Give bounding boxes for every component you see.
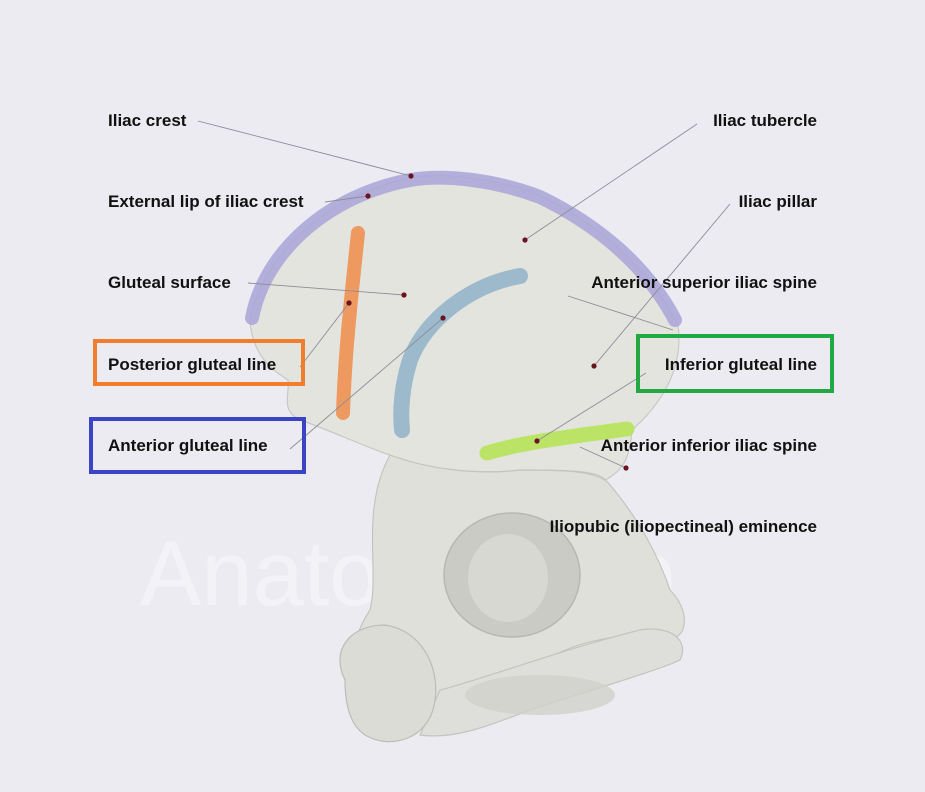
leader-iliac-crest bbox=[197, 120, 412, 177]
hip-bone bbox=[249, 175, 685, 743]
anterior-gluteal-line-highlight bbox=[393, 268, 528, 438]
label-iliac-pillar: Iliac pillar bbox=[738, 192, 817, 211]
label-iliac-crest: Iliac crest bbox=[108, 111, 187, 130]
dot-aiis bbox=[623, 465, 629, 471]
label-external-lip-of-iliac-crest: External lip of iliac crest bbox=[108, 192, 304, 211]
label-anterior-superior-iliac-spine: Anterior superior iliac spine bbox=[591, 273, 817, 292]
dot-external-lip bbox=[365, 193, 371, 199]
leader-aiis bbox=[579, 446, 627, 469]
leader-gluteal-surface bbox=[247, 282, 405, 296]
highlight-box-posterior-gluteal bbox=[93, 339, 305, 386]
leader-asis bbox=[567, 295, 674, 331]
dot-iliac-pillar bbox=[591, 363, 597, 369]
leader-posterior-gluteal bbox=[299, 302, 350, 368]
highlight-box-anterior-gluteal bbox=[89, 417, 306, 474]
dot-iliac-crest bbox=[408, 173, 414, 179]
leader-iliac-tubercle bbox=[524, 123, 698, 241]
label-posterior-gluteal-line: Posterior gluteal line bbox=[108, 355, 277, 374]
label-gluteal-surface: Gluteal surface bbox=[108, 273, 231, 292]
label-anterior-inferior-iliac-spine: Anterior inferior iliac spine bbox=[600, 436, 817, 455]
label-inferior-gluteal-line: Inferior gluteal line bbox=[664, 355, 817, 374]
dot-inferior-gluteal bbox=[534, 438, 540, 444]
inferior-gluteal-line-highlight bbox=[479, 421, 635, 461]
leader-anterior-gluteal bbox=[289, 317, 444, 450]
leader-iliac-pillar bbox=[593, 203, 731, 367]
dot-gluteal-surface bbox=[401, 292, 407, 298]
acetabular-fossa bbox=[468, 534, 548, 622]
label-anterior-gluteal-line: Anterior gluteal line bbox=[108, 436, 268, 455]
dot-iliac-tubercle bbox=[522, 237, 528, 243]
leader-inferior-gluteal bbox=[536, 372, 647, 442]
highlight-box-inferior-gluteal bbox=[636, 334, 834, 393]
leader-lines bbox=[197, 120, 731, 469]
dot-posterior-gluteal bbox=[346, 300, 352, 306]
iliac-crest-highlight bbox=[245, 170, 682, 327]
label-iliopubic-eminence: Iliopubic (iliopectineal) eminence bbox=[549, 517, 817, 536]
dot-anterior-gluteal bbox=[440, 315, 446, 321]
ischial-tuberosity bbox=[339, 624, 437, 743]
posterior-gluteal-line-highlight bbox=[336, 226, 365, 420]
label-iliac-tubercle: Iliac tubercle bbox=[713, 111, 817, 130]
marker-dots bbox=[346, 173, 629, 471]
leader-external-lip bbox=[324, 195, 369, 203]
obturator-shadow bbox=[465, 675, 615, 715]
